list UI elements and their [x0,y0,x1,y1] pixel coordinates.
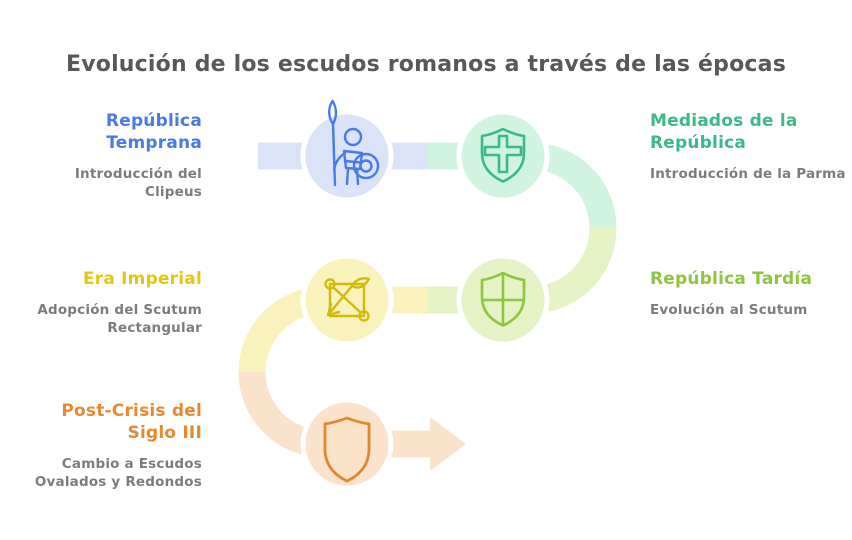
shield-plain-icon [323,416,371,483]
node-post-crisis [300,397,394,491]
stage-imperial: Era Imperial Adopción del Scutum Rectang… [24,268,202,337]
stage-imperial-label: Era Imperial [82,269,202,289]
stage-post-crisis-desc: Cambio a Escudos Ovalados y Redondos [34,456,202,490]
stage-mid-republic-desc: Introducción de la Parma [650,166,846,182]
stage-mid-republic-label: Mediados de la República [650,111,798,153]
flow-end-arrowhead [430,417,466,471]
stage-mid-republic: Mediados de la República Introducción de… [650,110,846,183]
warrior-spear-round-shield-icon [327,99,380,187]
stage-late-republic-desc: Evolución al Scutum [650,302,808,318]
stage-post-crisis-label: Post-Crisis del Siglo III [61,401,202,443]
stage-late-republic-label: República Tardía [650,269,813,289]
stage-early-republic-desc: Introducción del Clipeus [74,166,202,200]
stage-early-republic-label: República Temprana [105,111,202,153]
stage-late-republic: República Tardía Evolución al Scutum [650,268,846,319]
stage-post-crisis: Post-Crisis del Siglo III Cambio a Escud… [24,400,202,491]
square-shield-crossed-arrows-icon [324,277,371,322]
node-mid-republic [456,109,550,203]
shield-quartered-icon [480,271,526,327]
stage-early-republic: República Temprana Introducción del Clip… [24,110,202,201]
node-early-republic [300,109,394,203]
page-title: Evolución de los escudos romanos a travé… [65,52,786,77]
shield-cross-icon [480,127,526,183]
stage-imperial-desc: Adopción del Scutum Rectangular [37,302,202,336]
